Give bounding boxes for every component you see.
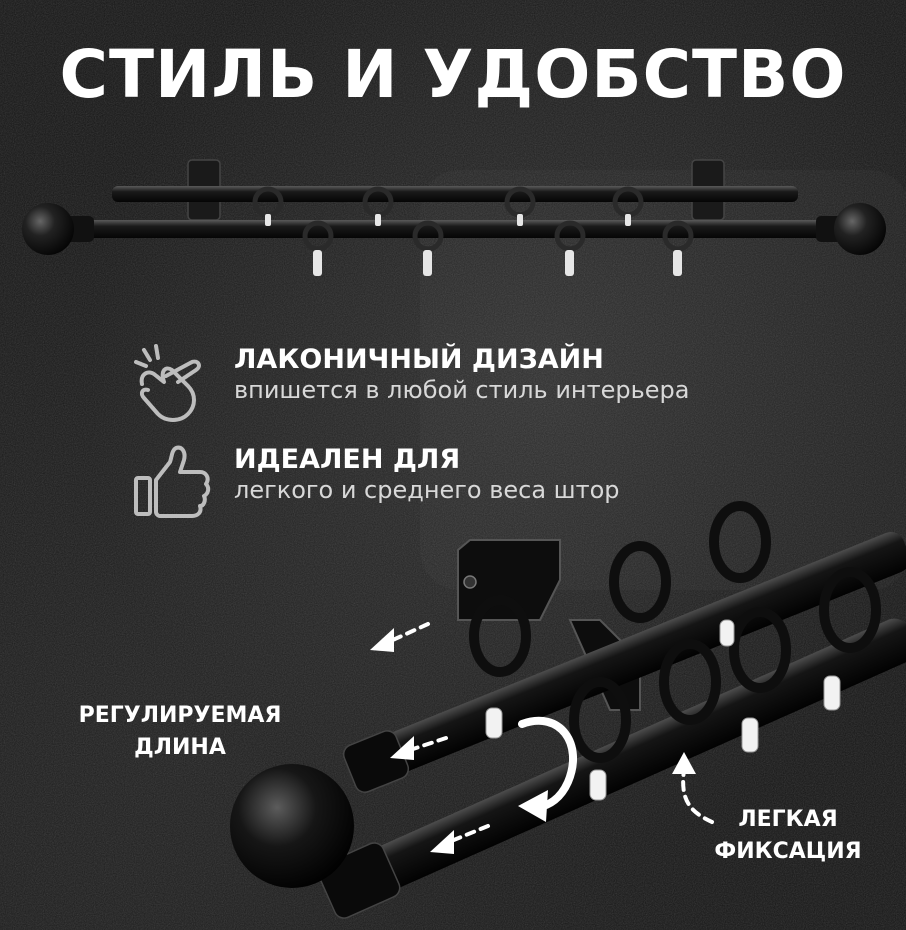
thumbs-up-icon [134,445,211,518]
feature-heading: ЛАКОНИЧНЫЙ ДИЗАЙН [234,344,604,375]
hand-snap-icon [134,344,201,422]
adjustable-length-callout: РЕГУЛИРУЕМАЯ ДЛИНА [50,700,310,764]
easy-fixing-callout: ЛЕГКАЯ ФИКСАЦИЯ [688,804,888,868]
arrow-up-icon [672,752,696,774]
callout-line: ЛЕГКАЯ [738,807,838,832]
feature-heading: ИДЕАЛЕН ДЛЯ [234,444,461,475]
callout-line: ДЛИНА [134,735,226,760]
feature-description: впишется в любой стиль интерьера [234,376,690,404]
callout-line: РЕГУЛИРУЕМАЯ [78,703,282,728]
rod-closeup-image [230,501,906,919]
rotate-arrow-icon [518,716,577,812]
callout-line: ФИКСАЦИЯ [714,839,862,864]
feature-description: легкого и среднего веса штор [234,476,620,504]
arrow-left-icon [390,736,414,760]
double-curtain-rod-image [22,159,886,276]
banner-title: СТИЛЬ И УДОБСТВО [59,36,847,113]
arrow-left-icon [430,830,454,854]
arrow-left-icon [370,628,394,652]
